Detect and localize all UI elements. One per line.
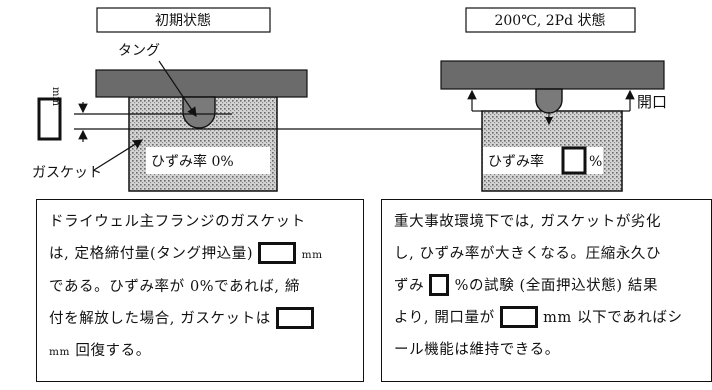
left-line-3: である。ひずみ率が 0%であれば, 締: [49, 279, 300, 295]
left-line-4: 付を解放した場合, ガスケットは: [49, 303, 353, 335]
right-line-4: より, 開口量が mm 以下であればシ: [394, 302, 701, 334]
left-line-4a: 付を解放した場合, ガスケットは: [49, 311, 271, 327]
flange-top-initial: [95, 69, 308, 98]
blank-box-opening-amount: [499, 306, 538, 328]
right-line-3: ずみ %の試験 (全面押込状態) 結果: [394, 270, 701, 302]
left-line-2b: mm: [301, 249, 323, 261]
blank-box-strain-after: [561, 146, 587, 175]
label-opening: 開口: [637, 93, 667, 111]
title-initial: 初期状態: [155, 12, 211, 29]
left-line-5a: mm: [49, 346, 71, 358]
right-line-1: 重大事故環境下では, ガスケットが劣化: [394, 214, 662, 230]
left-line-5: mm 回復する。: [49, 335, 353, 368]
tongue-initial: [182, 96, 216, 129]
title-box-initial: [96, 7, 271, 33]
label-tongue: タング: [118, 43, 160, 59]
right-line-3b: %の試験 (全面押込状態) 結果: [454, 278, 659, 294]
blank-box-dimension: [37, 97, 62, 141]
flange-top-after: [440, 60, 665, 90]
strain-after-prefix: ひずみ率: [488, 153, 544, 170]
gasket-leader: [93, 139, 144, 171]
right-explanation-panel: 重大事故環境下では, ガスケットが劣化 し, ひずみ率が大きくなる。圧縮永久ひ …: [381, 199, 712, 382]
left-line-2a: は, 定格締付量(タング押込量): [49, 246, 254, 262]
blank-box-recovery: [276, 307, 315, 329]
tongue-leader: [158, 60, 197, 117]
left-line-1: ドライウェル主フランジのガスケット: [49, 214, 306, 230]
label-gasket: ガスケット: [32, 165, 102, 181]
label-unit-vertical: mm: [50, 87, 61, 106]
left-explanation-panel: ドライウェル主フランジのガスケット は, 定格締付量(タング押込量) mm であ…: [36, 199, 364, 382]
strain-initial: ひずみ率 0%: [151, 153, 234, 170]
strain-box-initial: [146, 147, 270, 174]
blank-box-tongue-press: [258, 242, 297, 264]
right-line-4a: より, 開口量が: [394, 310, 495, 326]
left-line-2: は, 定格締付量(タング押込量) mm: [49, 238, 353, 271]
title-box-after: [465, 7, 636, 33]
title-after: 200℃, 2Pd 状態: [494, 13, 605, 29]
right-line-2: し, ひずみ率が大きくなる。圧縮永久ひ: [394, 246, 662, 262]
gasket-diagram: 初期状態 タング mm ガスケット ひずみ率 0% 200℃, 2Pd 状態 開…: [32, 7, 667, 192]
blank-box-compression-set: [429, 274, 450, 296]
tongue-after: [535, 88, 563, 114]
left-line-5b: 回復する。: [75, 343, 151, 359]
right-line-5: ール機能は維持できる。: [394, 342, 560, 358]
right-line-4b: mm 以下であればシ: [543, 310, 683, 326]
right-line-3a: ずみ: [394, 278, 425, 294]
strain-after-suffix: %: [589, 154, 602, 170]
